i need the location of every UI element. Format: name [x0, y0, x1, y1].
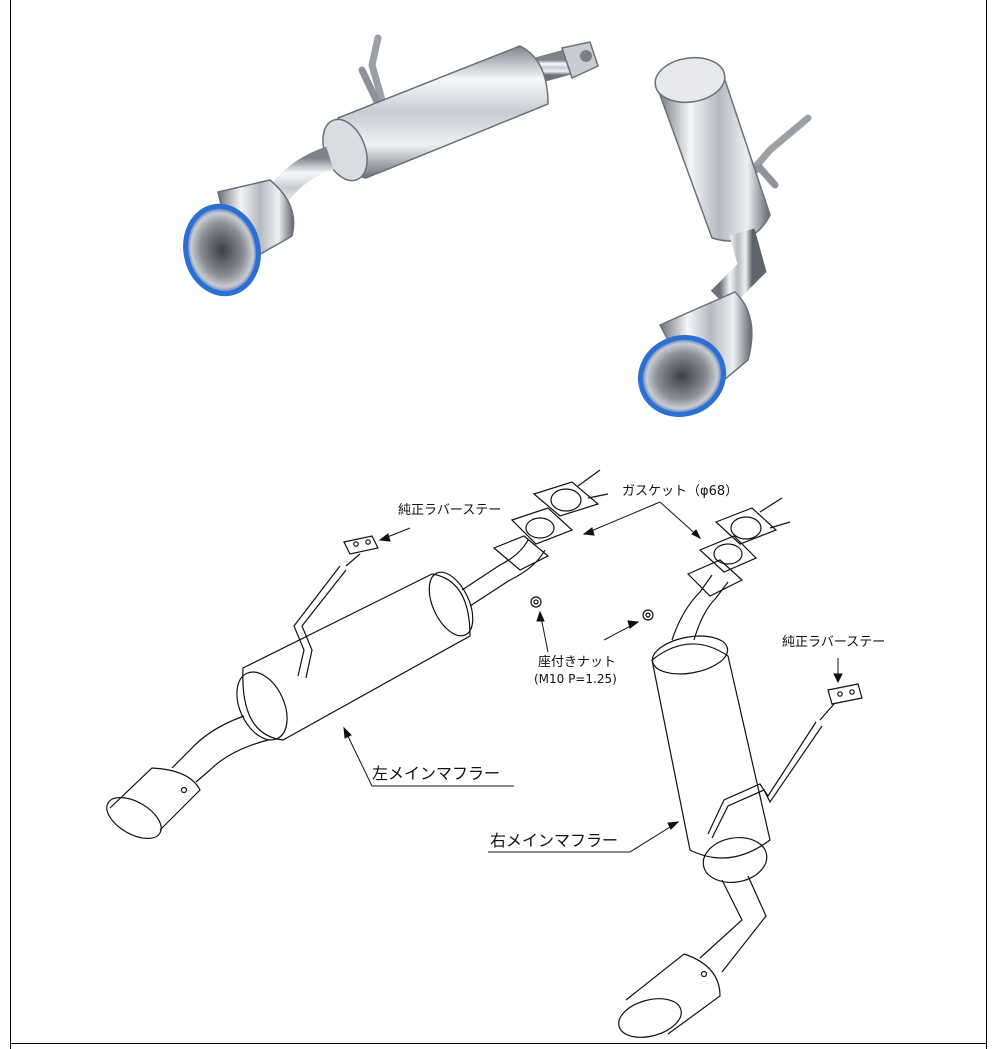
leader-lines	[343, 501, 843, 853]
rubber-stay-left-label: 純正ラバーステー	[398, 503, 501, 518]
right-border-line	[986, 0, 987, 1049]
right-muffler-label: 右メインマフラー	[490, 831, 618, 850]
right-muffler-drawing	[618, 497, 863, 1038]
rubber-stay-right-label: 純正ラバーステー	[782, 635, 885, 650]
flange-nut-label: 座付きナット	[538, 655, 616, 670]
left-muffler-label: 左メインマフラー	[372, 764, 500, 783]
diagram-labels: ガスケット（φ68） 純正ラバーステー 座付きナット (M10 P=1.25) …	[372, 484, 885, 850]
left-muffler-photo	[183, 34, 599, 297]
installation-diagram: ガスケット（φ68） 純正ラバーステー 座付きナット (M10 P=1.25) …	[106, 469, 885, 1038]
muffler-product-photo	[183, 34, 812, 417]
left-border-line	[10, 0, 11, 1049]
gasket-label: ガスケット（φ68）	[622, 484, 738, 499]
right-muffler-photo	[637, 56, 812, 417]
bottom-border-line	[10, 1043, 987, 1044]
nut-spec-label: (M10 P=1.25)	[534, 672, 617, 686]
left-muffler-drawing	[106, 469, 609, 840]
